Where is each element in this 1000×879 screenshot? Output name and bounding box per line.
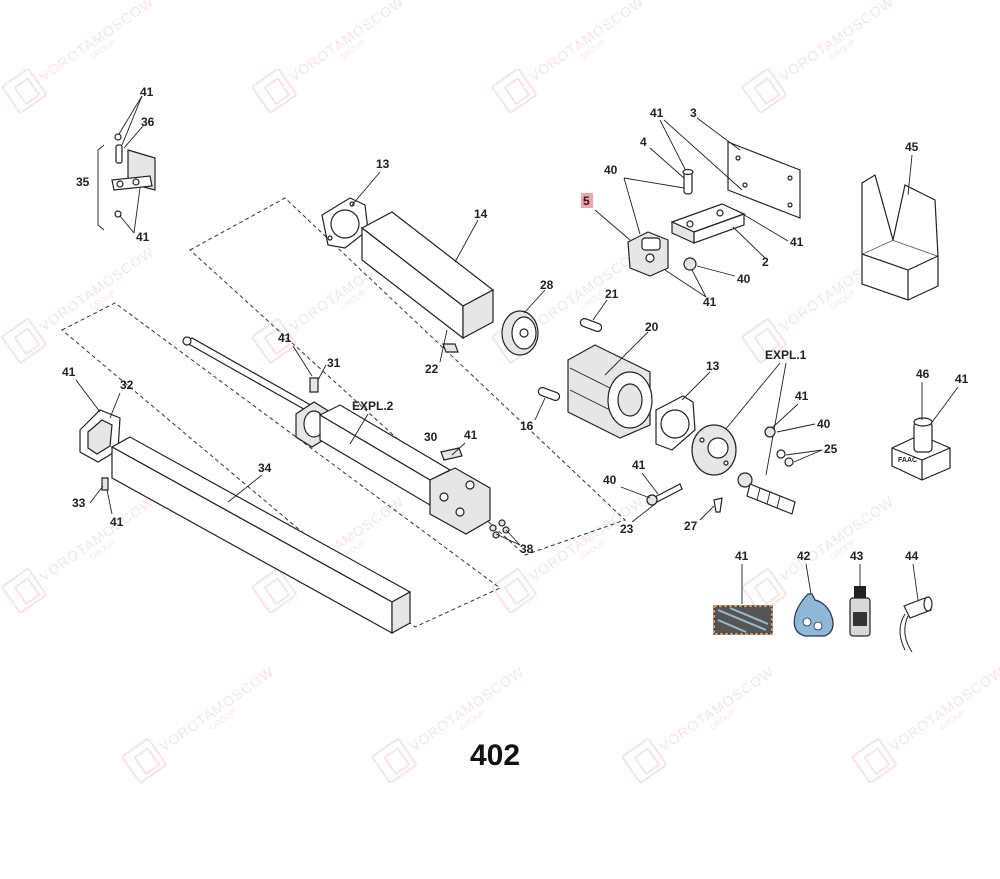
label-40: 40 (603, 473, 617, 487)
label-expl2: EXPL.2 (352, 399, 394, 413)
label-20: 20 (645, 320, 659, 334)
label-5: 5 (583, 194, 590, 208)
label-41: 41 (703, 295, 717, 309)
packaging-box-45 (861, 154, 939, 301)
tag-22 (442, 343, 459, 353)
end-plate-13b (655, 371, 711, 451)
label-expl1: EXPL.1 (765, 348, 807, 362)
label-43: 43 (850, 549, 864, 563)
label-40: 40 (604, 163, 618, 177)
label-41: 41 (795, 389, 809, 403)
accessory-42-bag (793, 593, 834, 637)
label-13: 13 (706, 359, 720, 373)
label-41: 41 (790, 235, 804, 249)
nut-40 (683, 257, 697, 271)
label-41: 41 (650, 106, 664, 120)
rod-end (737, 472, 796, 515)
bolt-4 (682, 168, 694, 195)
outer-tube-34 (110, 436, 412, 635)
label-14: 14 (474, 207, 488, 221)
label-41: 41 (278, 331, 292, 345)
label-22: 22 (425, 362, 439, 376)
flange-28 (501, 289, 546, 356)
label-30: 30 (424, 430, 438, 444)
label-2: 2 (762, 255, 769, 269)
exploded-parts-diagram: 41 36 35 41 13 14 22 28 21 (61, 85, 969, 772)
assembly-outline-tube (61, 302, 501, 628)
label-40: 40 (737, 272, 751, 286)
label-41: 41 (136, 230, 150, 244)
screw-33 (101, 477, 109, 491)
label-44: 44 (905, 549, 919, 563)
end-cap-32 (79, 409, 121, 463)
clip-27 (713, 497, 723, 513)
label-28: 28 (540, 278, 554, 292)
label-34: 34 (258, 461, 272, 475)
pin-21 (579, 318, 603, 332)
mounting-plate-3 (696, 117, 801, 219)
label-41: 41 (632, 458, 646, 472)
release-key-46: FAAC (891, 417, 951, 481)
label-16: 16 (520, 419, 534, 433)
bracket-assembly-35 (97, 95, 156, 234)
label-4: 4 (640, 135, 647, 149)
accessory-44-capacitor (899, 596, 933, 653)
label-25: 25 (824, 442, 838, 456)
page-number: 402 (470, 739, 520, 772)
tag-30 (440, 447, 463, 461)
label-41: 41 (735, 549, 749, 563)
label-41: 41 (140, 85, 154, 99)
screw-25b (784, 457, 794, 467)
screw-25a (776, 449, 786, 459)
label-45: 45 (905, 140, 919, 154)
washer-40 (764, 426, 776, 438)
highlight-label-5 (581, 193, 593, 208)
motor-housing-14 (360, 211, 495, 340)
accessory-43-bottle (849, 586, 871, 637)
label-41: 41 (955, 372, 969, 386)
label-31: 31 (327, 356, 341, 370)
end-plate-13 (321, 171, 381, 249)
label-13: 13 (376, 157, 390, 171)
pin-16 (537, 387, 561, 401)
tag-faac: FAAC (898, 457, 917, 464)
label-21: 21 (605, 287, 619, 301)
clevis-5 (627, 231, 669, 277)
label-41: 41 (464, 428, 478, 442)
label-23: 23 (620, 522, 634, 536)
accessory-41 (713, 605, 773, 635)
label-27: 27 (684, 519, 698, 533)
label-40: 40 (817, 417, 831, 431)
label-42: 42 (797, 549, 811, 563)
label-3: 3 (690, 106, 697, 120)
label-38: 38 (520, 542, 534, 556)
label-41: 41 (110, 515, 124, 529)
label-41: 41 (62, 365, 76, 379)
electric-motor-20 (567, 331, 653, 439)
nipple-31 (309, 377, 319, 393)
bracket-block-2 (670, 203, 789, 259)
label-33: 33 (72, 496, 86, 510)
cylinder-head-expl1 (691, 424, 737, 476)
label-36: 36 (141, 115, 155, 129)
screws-38 (489, 519, 510, 539)
label-35: 35 (76, 175, 90, 189)
cylinder-base (429, 467, 491, 535)
label-46: 46 (916, 367, 930, 381)
label-32: 32 (120, 378, 134, 392)
